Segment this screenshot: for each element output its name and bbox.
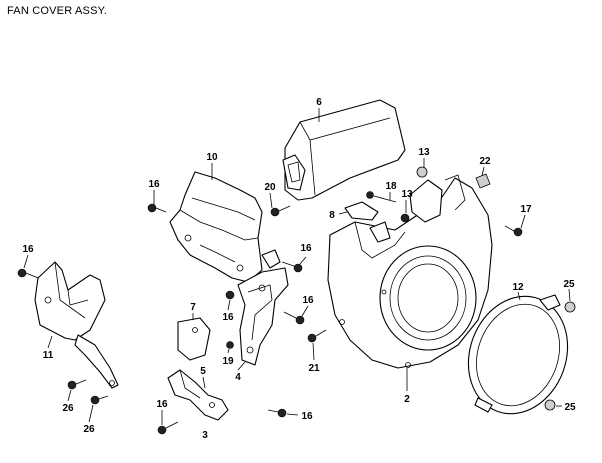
callout-18: 18 [385,181,397,192]
fasteners [17,166,576,435]
callout-8: 8 [329,210,335,221]
shroud-cover-part-6 [282,99,406,201]
callout-25: 25 [563,279,575,290]
callout-3: 3 [202,430,208,441]
callout-17: 17 [520,204,532,215]
callout-13: 13 [401,189,413,200]
callout-13: 13 [418,147,430,158]
bolt-16-upper-left [147,203,167,213]
callout-11: 11 [43,350,54,361]
page-title: FAN COVER ASSY. [7,5,108,17]
callout-16: 16 [302,295,314,306]
callout-16: 16 [222,312,234,323]
plate-part-7 [177,317,211,361]
nut-13-mid [400,213,410,223]
fan-cover-part-2 [327,174,493,369]
callout-26: 26 [62,403,74,414]
bolt-16-right [283,311,305,325]
callout-16: 16 [148,179,160,190]
callout-16: 16 [300,243,312,254]
bolt-16-bottom-left [157,421,179,435]
air-guide-part-10 [169,171,263,283]
callout-4: 4 [235,372,241,383]
nut-25-upper [564,301,576,313]
bolt-20 [270,205,291,217]
callout-16: 16 [301,411,313,422]
callout-22: 22 [479,156,491,167]
callout-19: 19 [222,356,234,367]
bolt-26-upper [67,379,87,390]
bracket-part-4 [237,249,289,366]
callout-10: 10 [206,152,218,163]
callout-20: 20 [264,182,276,193]
nut-25-lower [544,399,556,411]
callout-6: 6 [316,97,322,108]
bolt-21 [307,329,327,343]
nut-13-top [416,166,428,178]
callout-numbers: 6 10 16 20 13 22 18 13 8 17 16 16 7 16 1… [22,97,576,441]
callout-25: 25 [564,402,576,413]
callout-5: 5 [200,366,206,377]
ring-part-12 [467,294,569,415]
callout-21: 21 [308,363,320,374]
shroud-bracket-part-11 [34,261,119,389]
callout-26: 26 [83,424,95,435]
callout-2: 2 [404,394,410,405]
bolt-19 [226,341,234,349]
bolt-26-lower [90,395,109,405]
bolt-16-bottom-right [267,408,287,418]
bolt-16-center [281,261,303,273]
bolt-17 [504,225,523,237]
lower-bracket-part-5 [167,369,229,421]
bolt-18 [366,191,397,203]
callout-16: 16 [22,244,34,255]
nut-22 [475,173,491,189]
callout-12: 12 [512,282,524,293]
spacer-part-8 [344,201,379,221]
bolt-16-far-left [17,268,39,279]
callout-7: 7 [190,302,196,313]
callout-16: 16 [156,399,168,410]
leader-lines [23,108,571,425]
bolt-16-bracket [225,290,235,300]
